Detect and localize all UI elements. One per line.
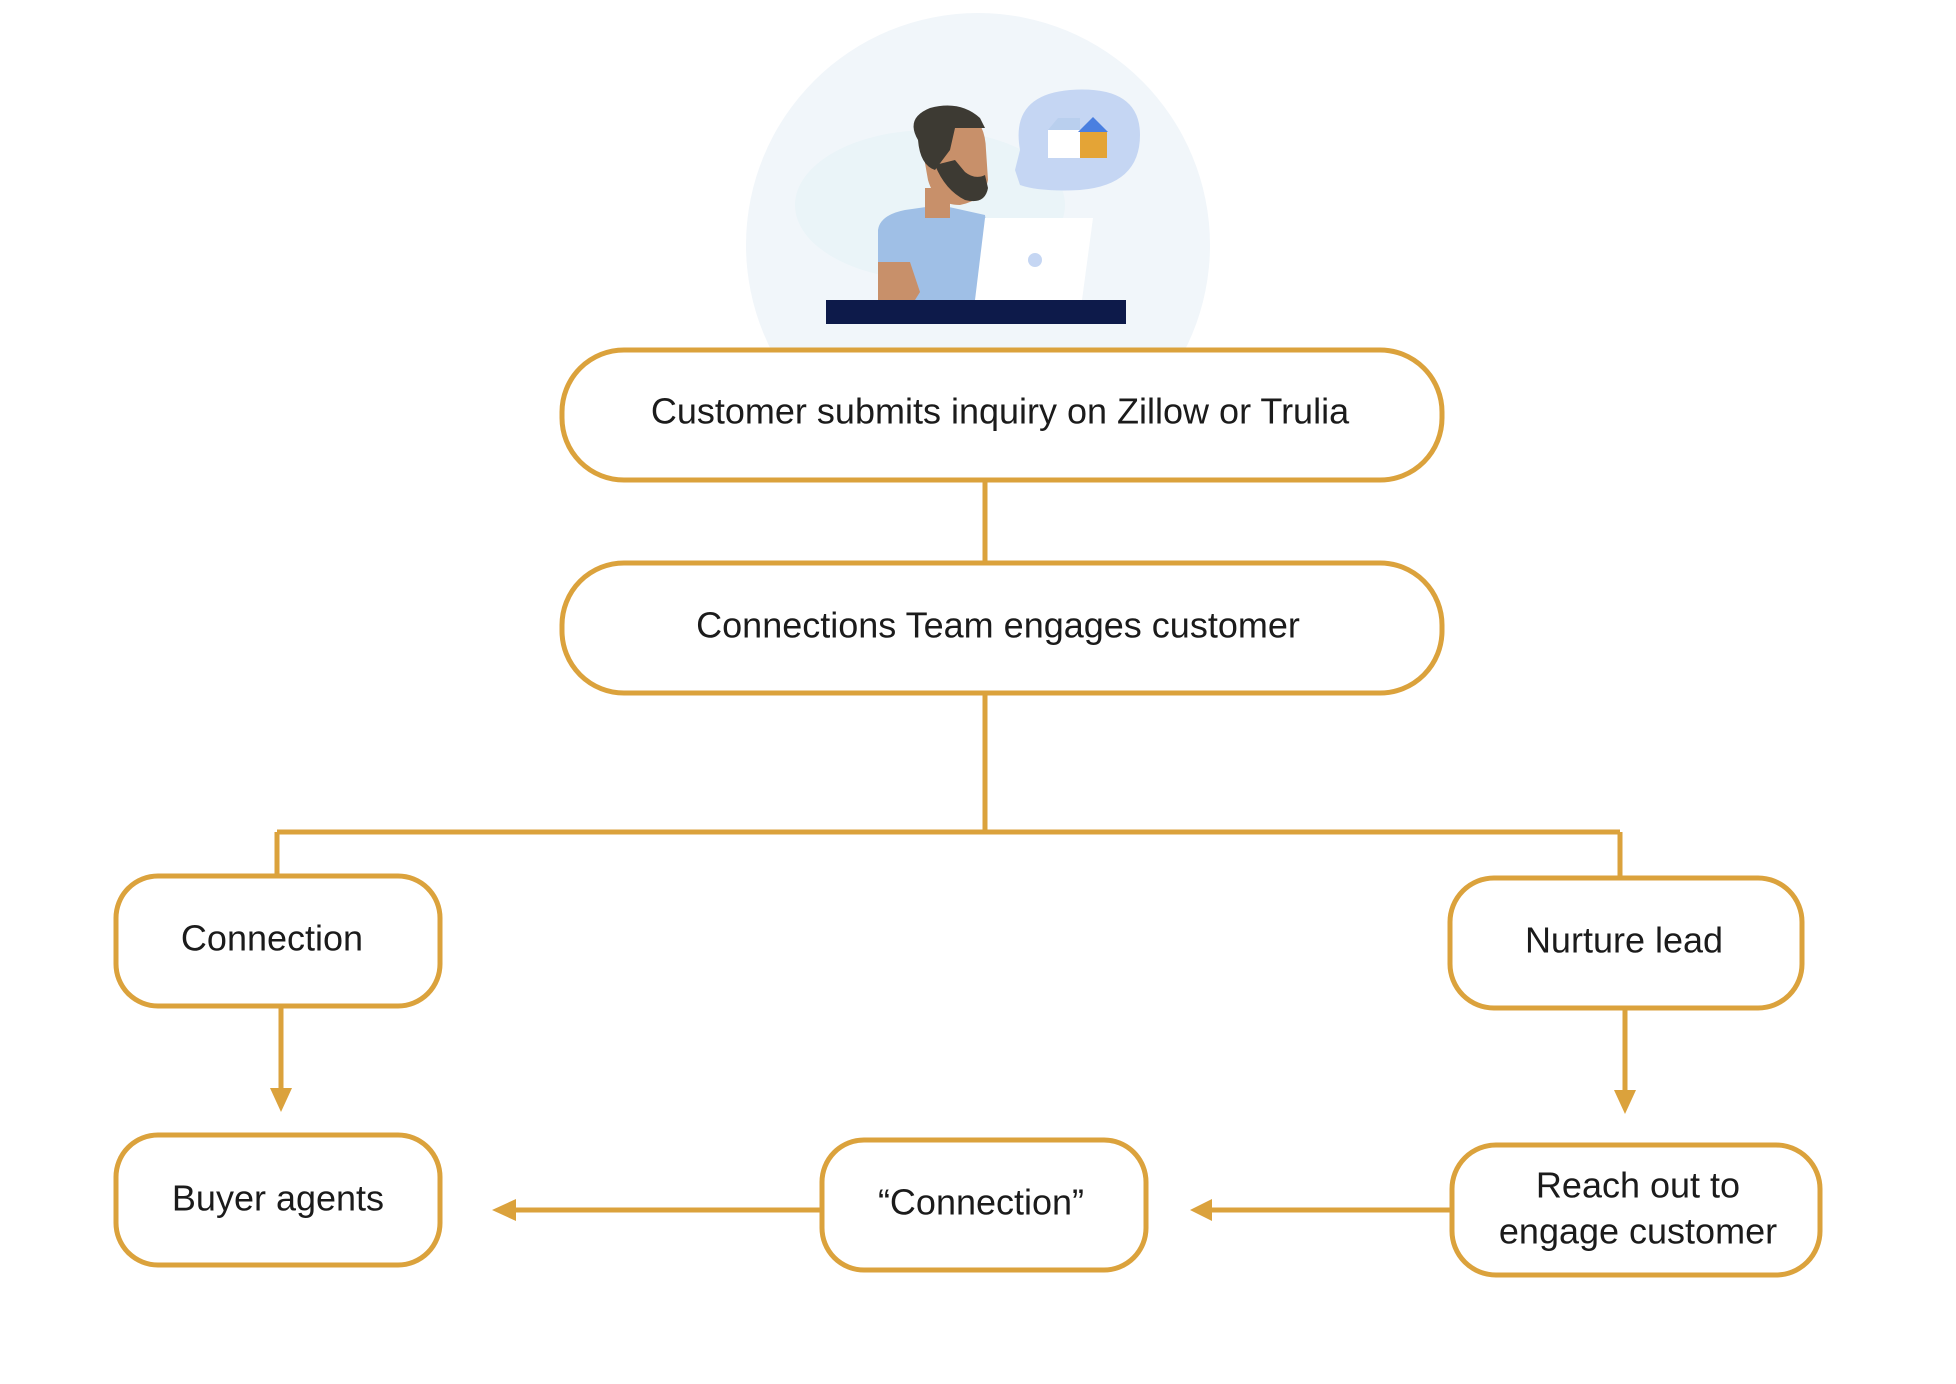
node-buyer-agents: Buyer agents (113, 1132, 443, 1268)
node-connections-team: Connections Team engages customer (559, 560, 1445, 696)
node-nurture-lead-label: Nurture lead (1525, 920, 1723, 961)
node-submit-inquiry: Customer submits inquiry on Zillow or Tr… (559, 347, 1445, 483)
node-connection: Connection (113, 873, 443, 1009)
node-connection-label: Connection (181, 918, 363, 959)
node-connection-quoted-label: “Connection” (878, 1182, 1084, 1223)
person-at-laptop-icon (826, 105, 1126, 324)
node-buyer-agents-label: Buyer agents (172, 1178, 384, 1219)
node-connections-team-label: Connections Team engages customer (696, 605, 1300, 646)
house-thought-bubble (1015, 89, 1140, 191)
node-reach-out-label-line2: engage customer (1499, 1211, 1777, 1252)
node-connection-quoted: “Connection” (819, 1137, 1149, 1273)
node-submit-inquiry-label: Customer submits inquiry on Zillow or Tr… (651, 391, 1350, 432)
arrow-nurture-to-reach-head (1614, 1090, 1636, 1114)
house-icon (1048, 117, 1108, 158)
node-nurture-lead: Nurture lead (1447, 875, 1805, 1011)
node-reach-out: Reach out to engage customer (1449, 1142, 1823, 1278)
connectors (270, 480, 1636, 1221)
node-reach-out-label-line1: Reach out to (1536, 1165, 1740, 1206)
arrow-reach-to-quoted-head (1190, 1199, 1212, 1221)
arrow-quoted-to-buyer-head (492, 1199, 516, 1221)
desk (826, 300, 1126, 324)
arrow-connection-to-buyer-head (270, 1088, 292, 1112)
